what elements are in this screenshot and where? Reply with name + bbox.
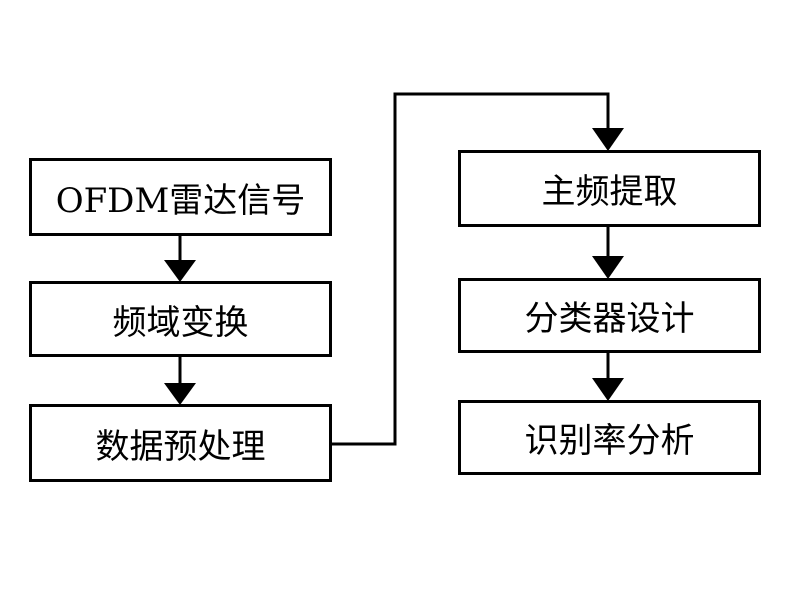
node-label: 分类器设计 (524, 299, 695, 339)
node-classifier-design: 分类器设计 (458, 278, 761, 353)
node-label: 主频提取 (541, 172, 678, 212)
node-label: 识别率分析 (524, 421, 695, 461)
node-frequency-transform: 频域变换 (29, 281, 332, 357)
arrowhead-main-freq (592, 128, 624, 151)
arrowhead-classifier (592, 256, 624, 279)
arrowhead-recognition (592, 378, 624, 401)
node-label: 数据预处理 (95, 426, 266, 467)
edge-preprocess-to-main-freq (332, 92, 610, 446)
node-main-frequency-extraction: 主频提取 (458, 150, 761, 227)
arrowhead-freq-transform (164, 260, 196, 282)
node-data-preprocessing: 数据预处理 (29, 404, 332, 482)
node-ofdm-radar-signal: OFDM雷达信号 (29, 158, 332, 236)
node-recognition-rate-analysis: 识别率分析 (458, 400, 761, 475)
node-label: OFDM雷达信号 (55, 180, 306, 221)
arrowhead-preprocess (164, 383, 196, 405)
node-label: 频域变换 (112, 302, 249, 343)
